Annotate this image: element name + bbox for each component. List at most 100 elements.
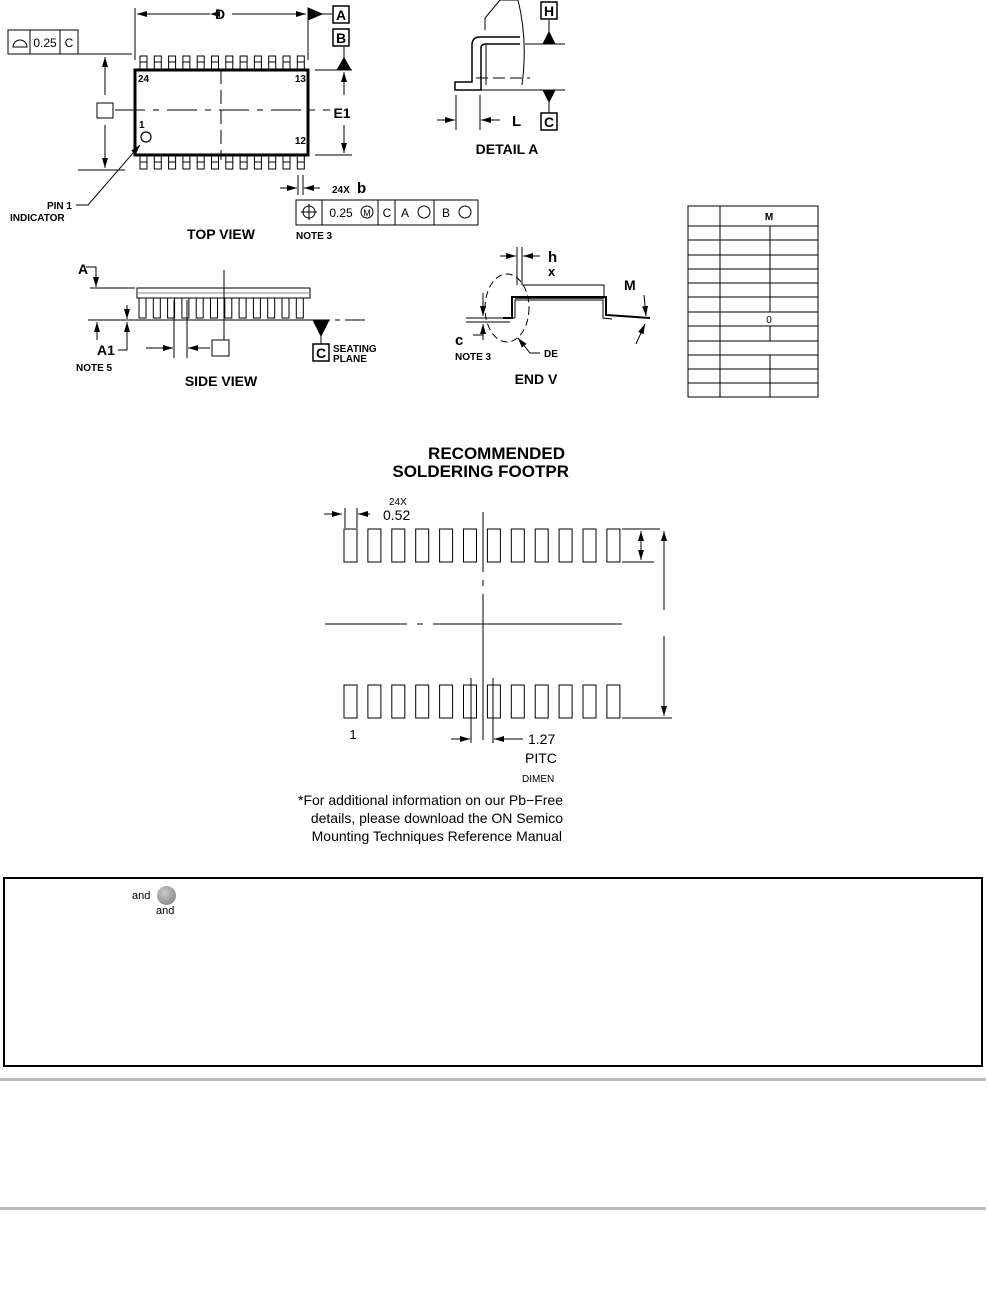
package-lead [168, 55, 177, 71]
profile-icon [12, 39, 28, 48]
side-lead [152, 298, 161, 319]
end-view-title: END V [515, 371, 558, 387]
end-view: h x c NOTE 3 DE M END V [455, 247, 651, 387]
side-lead [224, 298, 233, 319]
position-datum-a: A [401, 206, 409, 220]
profile-tolerance: 0.25 [33, 36, 57, 50]
dim-h-label: h [548, 249, 557, 266]
pin-13-label: 13 [295, 74, 307, 85]
side-lead [181, 298, 190, 319]
package-lead [182, 55, 191, 71]
package-lead [153, 55, 162, 71]
dim-c-label: c [455, 332, 463, 349]
dim-a-label: A [78, 261, 88, 277]
datum-h: H [544, 3, 554, 19]
disclaimer-box [3, 877, 983, 1067]
solder-pad [343, 528, 358, 563]
position-tolerance: 0.25 [329, 206, 353, 220]
table-cell-zero: 0 [766, 315, 772, 326]
pad-width-value: 0.52 [383, 507, 410, 523]
pin-12-label: 12 [295, 136, 307, 147]
side-lead [210, 298, 218, 319]
dimension-table: M 0 [687, 205, 819, 398]
lead-width-label: b [357, 180, 366, 197]
package-lead [225, 55, 234, 71]
disclaimer-and: and [132, 890, 151, 902]
solder-pad [534, 684, 549, 719]
solder-pad [415, 684, 430, 719]
dim-x-label: x [548, 264, 556, 279]
disclaimer-and-2: and [156, 905, 175, 917]
top-leads [139, 55, 305, 170]
lead-count-label: 24X [332, 185, 350, 196]
position-datum-b: B [442, 206, 450, 220]
side-view: A A1 NOTE 5 C SEATING PLANE SIDE VIEW [76, 261, 377, 389]
datum-c: C [544, 114, 554, 130]
solder-pad [367, 684, 382, 719]
solder-pad [558, 684, 573, 719]
solder-pad [367, 528, 382, 563]
solder-pad [510, 528, 525, 563]
dim-l-label: L [512, 113, 521, 130]
solder-pad [582, 684, 597, 719]
top-view-title: TOP VIEW [187, 226, 256, 242]
package-lead [282, 55, 291, 71]
side-view-title: SIDE VIEW [185, 373, 258, 389]
detail-a-title: DETAIL A [476, 141, 539, 157]
solder-pad [439, 528, 454, 563]
detail-a: H C L DETAIL A [437, 0, 565, 157]
divider [0, 1207, 986, 1210]
side-lead [167, 298, 176, 319]
dim-e1-label: E1 [333, 105, 350, 121]
solder-pad [582, 528, 597, 563]
datum-b: B [336, 30, 346, 46]
side-lead [252, 298, 261, 319]
seating-datum-c: C [316, 345, 326, 361]
package-lead [139, 55, 148, 71]
seating-plane-label: SEATING [333, 344, 377, 355]
pin1-indicator-icon [140, 131, 152, 143]
side-lead [281, 298, 290, 319]
solder-pad [558, 528, 573, 563]
profile-datum: C [65, 36, 74, 50]
dim-a1-label: A1 [97, 342, 115, 358]
solder-pad [606, 528, 621, 563]
footnote-line-2: details, please download the ON Semico [311, 810, 563, 826]
side-lead [295, 298, 304, 319]
package-lead [196, 55, 205, 71]
solder-pad [463, 684, 477, 719]
pitch-value: 1.27 [528, 731, 555, 747]
mmc-modifier: M [363, 208, 371, 218]
pin-1-label: 1 [139, 120, 145, 131]
solder-pad [486, 528, 501, 563]
note-3-label: NOTE 3 [296, 231, 333, 242]
footprint-title-2: SOLDERING FOOTPR [392, 462, 569, 481]
solder-pad [439, 684, 454, 719]
position-datum-c: C [383, 206, 392, 220]
solder-pad [415, 528, 430, 563]
seating-plane-label-2: PLANE [333, 354, 367, 365]
package-lead [268, 55, 277, 71]
solder-pad [534, 528, 549, 563]
dim-m-label: M [624, 277, 636, 293]
datum-a: A [336, 7, 346, 23]
table-header-m: M [765, 212, 773, 223]
package-lead [211, 55, 219, 71]
solder-pad [510, 684, 525, 719]
package-lead [239, 55, 248, 71]
side-lead [195, 298, 204, 319]
top-view: D A B E1 24 13 1 12 PIN 1 INDICATOR 0.25… [7, 5, 479, 242]
footprint-title: RECOMMENDED [428, 444, 565, 463]
solder-pad [486, 684, 501, 719]
package-lead [296, 55, 305, 71]
divider [0, 1078, 986, 1081]
pitch-label: PITC [525, 750, 557, 766]
solder-pad [343, 684, 358, 719]
solder-pad [391, 684, 406, 719]
solder-pad [391, 528, 406, 563]
solder-pad [606, 684, 621, 719]
note-5-label: NOTE 5 [76, 363, 113, 374]
pin-one-label: 1 [349, 727, 356, 742]
side-lead [238, 298, 247, 319]
